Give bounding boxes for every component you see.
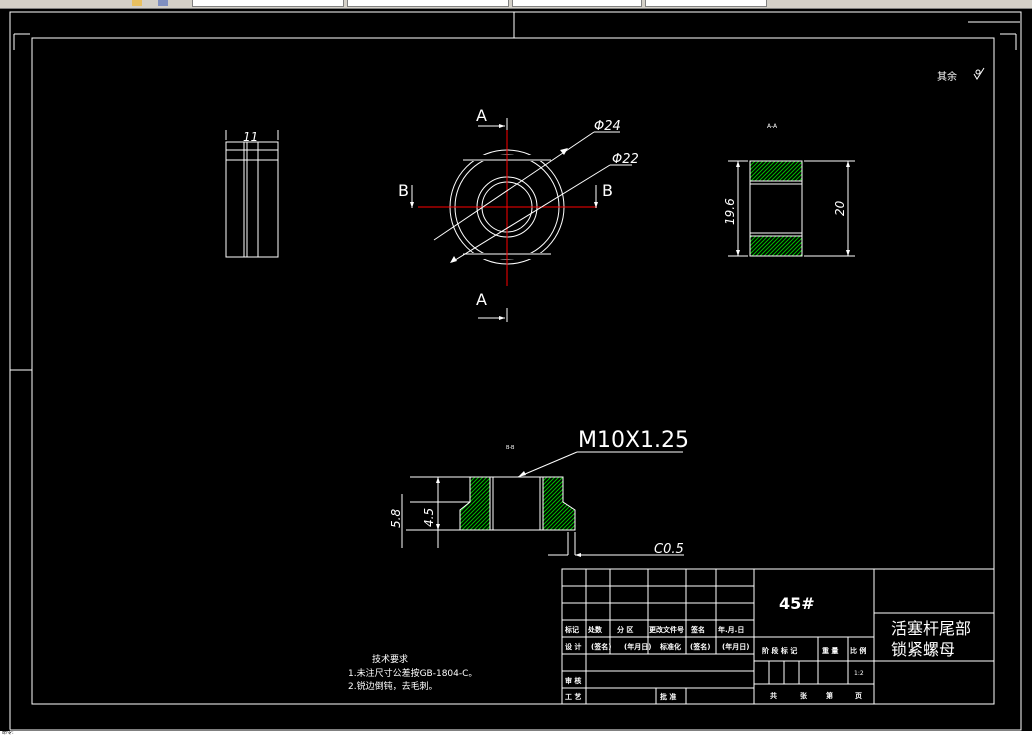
command-prompt: 命令: [2, 730, 14, 736]
drawing-canvas[interactable]: 其余 11 [0, 9, 1032, 731]
cut-label-b-left: B [398, 181, 409, 200]
section-aa-view [728, 160, 855, 257]
properties-icon[interactable] [158, 0, 168, 6]
stage-header: 阶 段 标 记 [762, 646, 797, 655]
drawing-frame [9, 11, 1022, 731]
front-view [410, 118, 632, 322]
cut-label-b-right: B [602, 181, 613, 200]
material-label: 45# [779, 594, 815, 613]
rev-header-1: 处数 [587, 625, 603, 634]
scale-value: 1:2 [854, 670, 864, 677]
side-view [225, 130, 279, 258]
design-row-4: (签名) [690, 642, 710, 651]
linetype-dropdown[interactable] [512, 0, 642, 7]
rev-header-3: 更改文件号 [649, 625, 684, 634]
note-line-2: 2.锐边倒钝，去毛刺。 [348, 680, 438, 692]
sheets-label-3: 页 [855, 692, 862, 700]
scale-header: 比 例 [850, 646, 866, 655]
part-name-line-2: 锁紧螺母 [891, 640, 955, 659]
lineweight-dropdown[interactable] [645, 0, 767, 7]
dim-dia-inner: Φ22 [612, 152, 639, 167]
design-row-5: (年月日) [722, 642, 749, 651]
sheets-label-2: 第 [826, 691, 833, 700]
section-bb-view [401, 451, 684, 557]
roughness-symbol: 其余 [937, 67, 985, 83]
approve-label: 批 准 [660, 692, 676, 701]
cut-label-a-top: A [476, 106, 487, 125]
roughness-label: 其余 [937, 70, 957, 83]
dim-45: 4.5 [422, 508, 436, 527]
cut-label-a-bottom: A [476, 290, 487, 309]
rev-header-0: 标记 [564, 625, 579, 634]
dim-side-width: 11 [243, 130, 258, 144]
sheets-label-0: 共 [770, 691, 777, 700]
color-dropdown[interactable] [347, 0, 509, 7]
part-name-line-1: 活塞杆尾部 [891, 619, 971, 638]
layer-dropdown[interactable] [192, 0, 344, 7]
dim-chamfer: C0.5 [654, 542, 684, 557]
rev-header-2: 分 区 [617, 625, 633, 634]
layer-icon[interactable] [132, 0, 142, 6]
design-row-2: (年月日) [624, 642, 651, 651]
process-label: 工 艺 [565, 692, 581, 701]
dim-58: 5.8 [389, 509, 403, 528]
thread-spec: M10X1.25 [578, 428, 689, 453]
rev-header-5: 年.月.日 [718, 625, 744, 634]
design-row-1: (签名) [591, 642, 611, 651]
sheets-label-1: 张 [800, 691, 808, 700]
technical-notes: 技术要求 1.未注尺寸公差按GB-1804-C。 2.锐边倒钝，去毛刺。 [348, 653, 477, 692]
review-label: 审 核 [565, 676, 581, 685]
rev-header-4: 签名 [690, 625, 705, 634]
note-line-1: 1.未注尺寸公差按GB-1804-C。 [348, 667, 477, 679]
dim-dia-outer: Φ24 [594, 119, 621, 134]
top-toolbar [0, 0, 1032, 9]
weight-header: 重 量 [822, 646, 838, 655]
dim-height-left: 19.6 [723, 198, 737, 225]
design-row-3: 标准化 [659, 642, 681, 651]
design-row-0: 设 计 [565, 642, 581, 651]
section-aa-label: A-A [767, 123, 778, 130]
notes-title: 技术要求 [372, 653, 408, 665]
command-line[interactable]: 命令: [0, 731, 1032, 736]
dim-height-right: 20 [833, 200, 847, 216]
section-bb-label: B-B [506, 445, 515, 451]
title-block [561, 568, 995, 705]
